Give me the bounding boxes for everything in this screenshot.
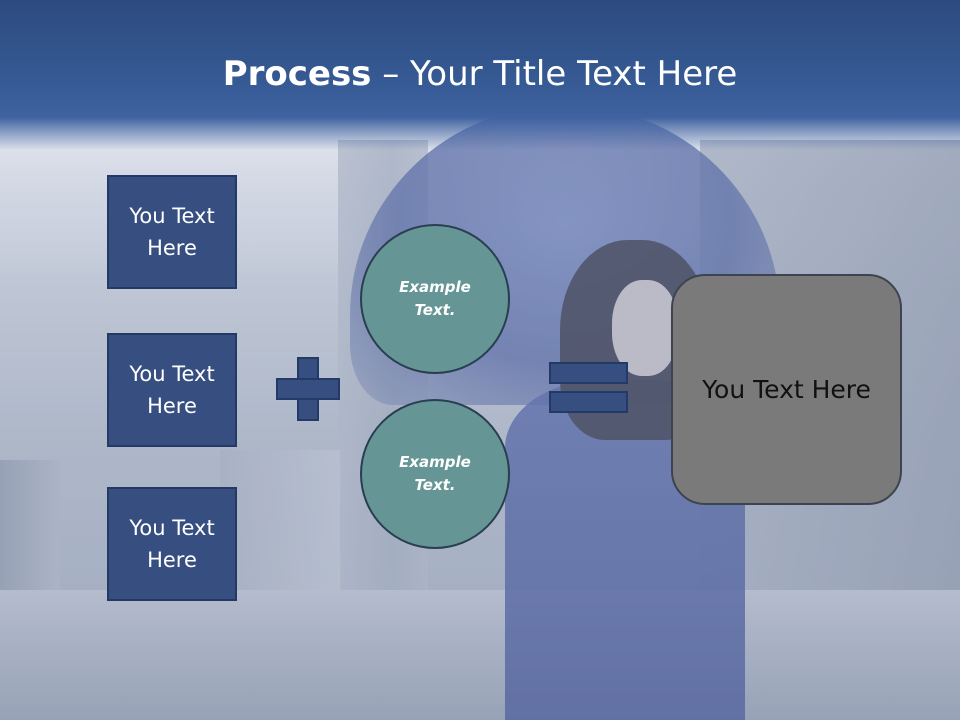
slide-title-rest: – Your Title Text Here xyxy=(371,54,738,94)
left-text-box-label: You Text Here xyxy=(129,362,215,418)
example-circle-label: Example Text. xyxy=(399,278,471,319)
equals-icon-top-bar[interactable] xyxy=(549,362,628,384)
left-text-box-3[interactable]: You Text Here xyxy=(107,487,237,601)
background-face xyxy=(612,280,678,376)
left-text-box-label: You Text Here xyxy=(129,516,215,572)
plus-icon[interactable] xyxy=(276,357,340,421)
example-circle-1[interactable]: Example Text. xyxy=(360,224,510,374)
equals-icon-bottom-bar[interactable] xyxy=(549,391,628,413)
left-text-box-1[interactable]: You Text Here xyxy=(107,175,237,289)
plus-icon-center xyxy=(299,380,317,398)
background-ground xyxy=(0,590,960,720)
slide-title-bold: Process xyxy=(222,54,372,94)
result-box[interactable]: You Text Here xyxy=(671,274,902,505)
title-band xyxy=(0,0,960,150)
example-circle-label: Example Text. xyxy=(399,453,471,494)
slide-title[interactable]: Process – Your Title Text Here xyxy=(0,52,960,96)
left-text-box-label: You Text Here xyxy=(129,204,215,260)
left-text-box-2[interactable]: You Text Here xyxy=(107,333,237,447)
example-circle-2[interactable]: Example Text. xyxy=(360,399,510,549)
result-box-label: You Text Here xyxy=(702,375,871,404)
